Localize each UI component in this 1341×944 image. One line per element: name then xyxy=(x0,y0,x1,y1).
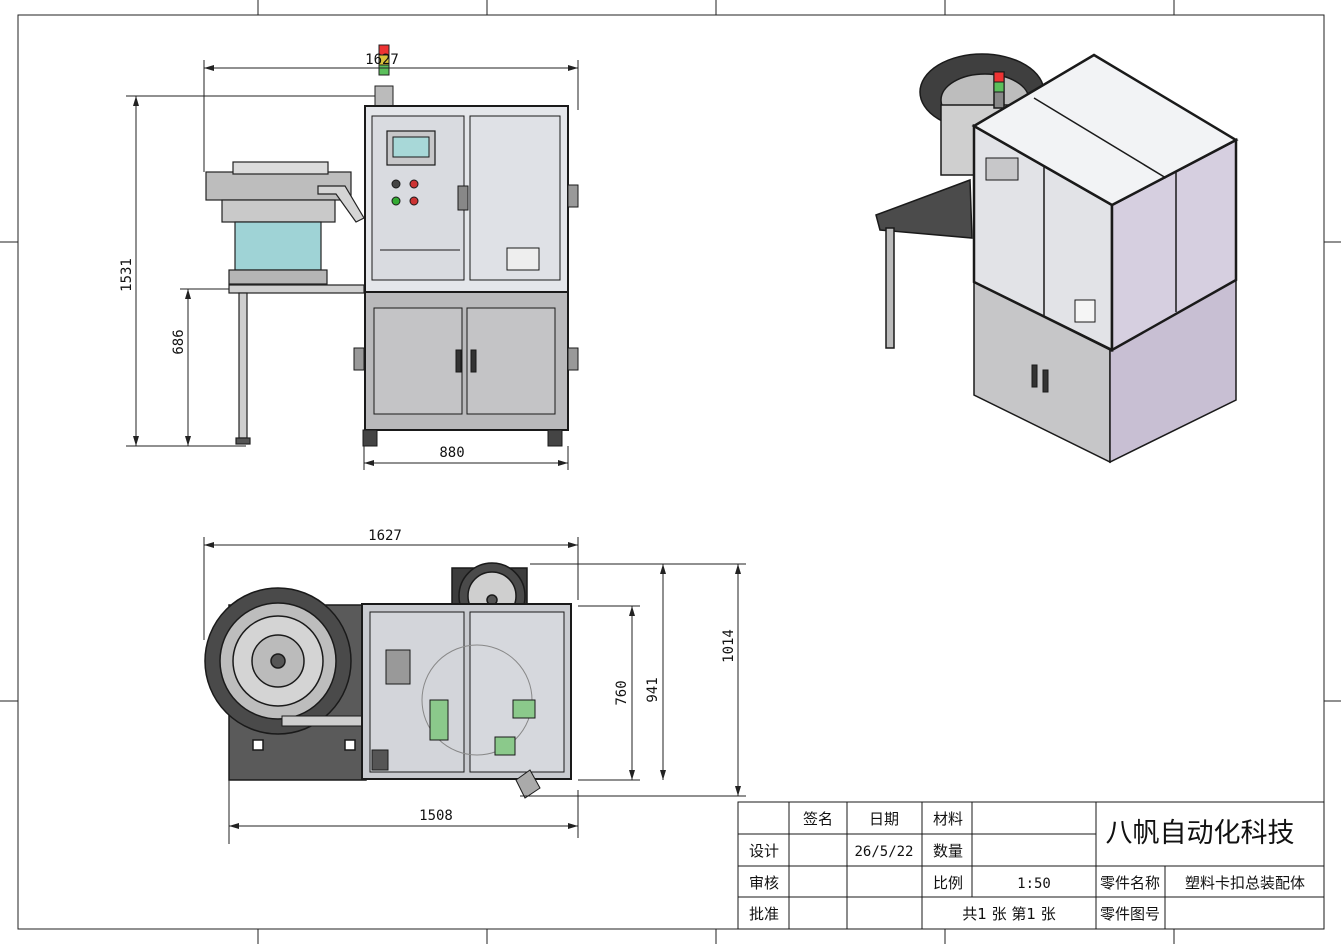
top-dimension-lines xyxy=(203,537,746,844)
row-design: 设计 xyxy=(749,842,779,860)
row-approve: 批准 xyxy=(749,905,779,923)
front-machine-cabinet xyxy=(353,291,579,447)
sheet-info: 共1 张 第1 张 xyxy=(962,905,1055,923)
header-sign: 签名 xyxy=(803,810,833,828)
front-feeder-table xyxy=(228,284,365,445)
dim-top-depth-inner: 760 xyxy=(614,680,630,705)
scale-value: 1:50 xyxy=(1017,876,1051,892)
header-material: 材料 xyxy=(933,810,963,828)
label-quantity: 数量 xyxy=(933,842,963,860)
top-dimension-arrows xyxy=(204,542,741,829)
dim-front-overall-width: 1627 xyxy=(365,52,399,68)
top-machine-body xyxy=(361,603,572,799)
dim-front-height: 1531 xyxy=(119,258,135,292)
iso-feeder-table xyxy=(875,178,973,239)
title-block-text: 八帆自动化科技 签名 日期 材料 设计 26/5/22 数量 审核 比例 1:5… xyxy=(749,810,1305,923)
dim-front-table-height: 686 xyxy=(171,329,187,354)
isometric-view xyxy=(875,53,1239,464)
front-view: 1627 1531 686 880 xyxy=(119,44,579,470)
label-part-number: 零件图号 xyxy=(1100,905,1160,923)
signal-light-tower xyxy=(374,44,394,107)
title-block xyxy=(737,801,1325,930)
header-date: 日期 xyxy=(869,810,899,828)
company-name: 八帆自动化科技 xyxy=(1106,818,1295,849)
front-dimension-arrows xyxy=(133,65,578,466)
front-machine-upper xyxy=(364,105,579,293)
front-dimension-lines xyxy=(126,60,579,470)
iso-table-leg xyxy=(885,227,895,349)
top-bowl-feeder xyxy=(204,587,373,735)
dim-top-depth-frame: 941 xyxy=(645,677,661,702)
label-scale: 比例 xyxy=(933,874,963,892)
dim-top-depth-overall: 1014 xyxy=(721,629,737,663)
dim-top-overall-width: 1627 xyxy=(368,528,402,544)
vibratory-bowl-feeder xyxy=(205,161,365,285)
design-date: 26/5/22 xyxy=(854,844,913,860)
part-name: 塑料卡扣总装配体 xyxy=(1185,874,1305,892)
label-part-name: 零件名称 xyxy=(1100,874,1160,892)
top-view: 1627 1508 760 941 1014 xyxy=(203,528,746,844)
iso-enclosure xyxy=(971,53,1239,353)
row-review: 审核 xyxy=(749,874,779,892)
dim-front-machine-width: 880 xyxy=(439,445,464,461)
dim-top-base-width: 1508 xyxy=(419,808,453,824)
